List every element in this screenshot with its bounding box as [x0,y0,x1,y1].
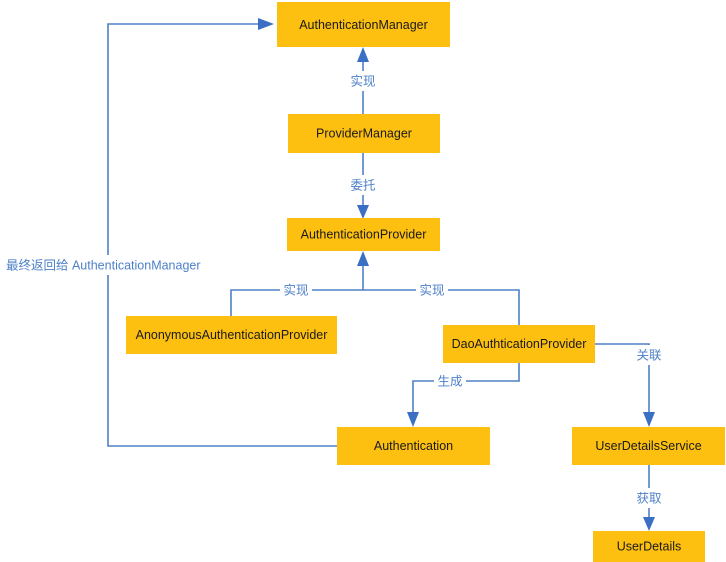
edge-dao-implements-line [363,289,520,325]
node-box[interactable] [288,114,440,153]
node-user-details-service[interactable]: UserDetailsService [572,427,725,465]
arrow-head-icon [407,412,419,427]
node-authentication-provider[interactable]: AuthenticationProvider [287,218,440,251]
node-label-text: UserDetailsService [595,439,701,453]
edge-dao-implements [363,289,520,325]
node-user-details[interactable]: UserDetails [593,531,705,562]
edge-label-dao-associates: 关联 [633,345,665,365]
node-label-text: Authentication [374,439,453,453]
node-dao-authentication-provider[interactable]: DaoAuthticationProvider [443,325,595,363]
edge-dao-associates [595,343,655,427]
node-box[interactable] [287,218,440,251]
edge-label-text: 实现 [283,282,308,297]
node-box[interactable] [593,531,705,562]
arrow-head-icon [357,251,369,266]
edge-label-anonymous-implements: 实现 [280,280,312,300]
edge-label-text: 委托 [350,178,375,192]
edge-label-text: 实现 [350,73,375,88]
arrow-head-icon [357,205,369,219]
edge-label-provider-manager-implements: 实现 [347,71,379,91]
label-backdrop [416,280,448,300]
edge-label-service-gets: 获取 [633,488,665,508]
edge-label-text: 最终返回给 AuthenticationManager [6,257,201,272]
node-box[interactable] [443,325,595,363]
label-backdrop [434,371,466,391]
label-backdrop [280,280,312,300]
arrow-head-icon [258,18,274,30]
edge-label-text: 获取 [636,491,662,505]
node-label-text: DaoAuthticationProvider [452,337,587,351]
label-backdrop [633,488,665,508]
edge-label-text: 实现 [419,282,444,297]
node-authentication-manager[interactable]: AuthenticationManager [277,2,450,47]
node-box[interactable] [126,316,337,354]
node-authentication[interactable]: Authentication [337,427,490,465]
arrow-head-icon [643,412,655,427]
label-backdrop [633,345,665,365]
edge-label-text: 生成 [437,374,462,388]
label-backdrop [2,255,218,275]
arrow-head-icon [643,517,655,531]
edge-authentication-returns-line [107,23,337,447]
node-label-text: AuthenticationManager [299,18,428,32]
node-label-text: AuthenticationProvider [301,227,427,241]
label-backdrop [347,71,379,91]
node-anonymous-authentication-provider[interactable]: AnonymousAuthenticationProvider [126,316,337,354]
edge-authentication-returns [107,18,337,447]
node-box[interactable] [572,427,725,465]
edge-label-dao-implements: 实现 [416,280,448,300]
node-label-text: UserDetails [617,539,682,553]
edge-label-dao-creates: 生成 [434,371,466,391]
arrow-head-icon [357,47,369,62]
edge-label-text: 关联 [636,348,662,362]
node-provider-manager[interactable]: ProviderManager [288,114,440,153]
edge-label-provider-manager-delegates: 委托 [347,175,379,195]
edge-label-authentication-returns: 最终返回给 AuthenticationManager [2,255,218,275]
edge-dao-associates-line [595,343,650,412]
node-box[interactable] [337,427,490,465]
node-label-text: ProviderManager [316,126,412,140]
node-label-text: AnonymousAuthenticationProvider [136,328,328,342]
node-box[interactable] [277,2,450,47]
label-backdrop [347,175,379,195]
